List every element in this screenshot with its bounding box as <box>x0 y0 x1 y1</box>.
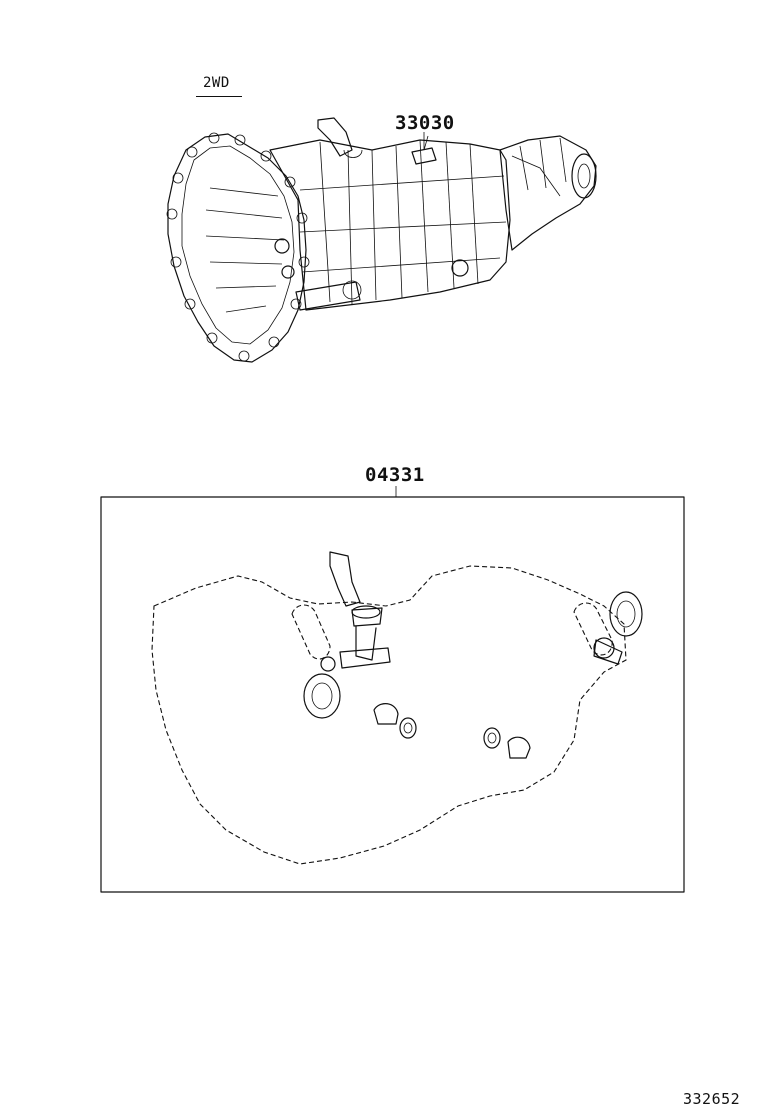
illustration-reference-number: 332652 <box>683 1090 741 1108</box>
variant-label-underline <box>196 96 242 97</box>
part-number-gasket-kit[interactable]: 04331 <box>365 464 425 486</box>
gasket-kit-frame <box>100 486 685 893</box>
transmission-assembly-illustration <box>166 117 597 363</box>
part-number-transmission-assembly[interactable]: 33030 <box>395 112 455 134</box>
variant-label-2wd: 2WD <box>203 75 230 91</box>
gasket-kit-illustration <box>151 551 643 865</box>
